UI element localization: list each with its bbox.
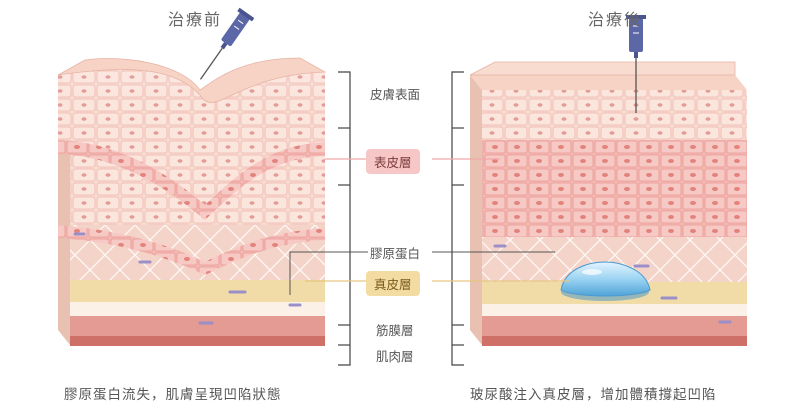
before-skin-block bbox=[57, 57, 327, 346]
after-title: 治療後 bbox=[588, 10, 643, 29]
label-dermis: 真皮層 bbox=[366, 271, 420, 296]
filler-droplet-icon bbox=[560, 261, 651, 301]
bracket-left bbox=[338, 71, 351, 366]
before-caption: 膠原蛋白流失，肌膚呈現凹陷狀態 bbox=[64, 387, 282, 403]
bracket-right bbox=[451, 71, 464, 366]
label-skin-surface: 皮膚表面 bbox=[370, 87, 421, 102]
before-title: 治療前 bbox=[168, 10, 223, 29]
label-collagen: 膠原蛋白 bbox=[370, 246, 421, 261]
label-epidermis: 表皮層 bbox=[366, 149, 420, 174]
label-fascia: 筋膜層 bbox=[376, 323, 414, 338]
after-caption: 玻尿酸注入真皮層，增加體積撐起凹陷 bbox=[470, 387, 717, 403]
label-muscle: 肌肉層 bbox=[376, 349, 414, 364]
syringe-icon bbox=[626, 15, 646, 113]
after-skin-block bbox=[469, 61, 747, 346]
syringe-icon bbox=[199, 7, 255, 80]
collagen-pointer bbox=[289, 251, 368, 295]
